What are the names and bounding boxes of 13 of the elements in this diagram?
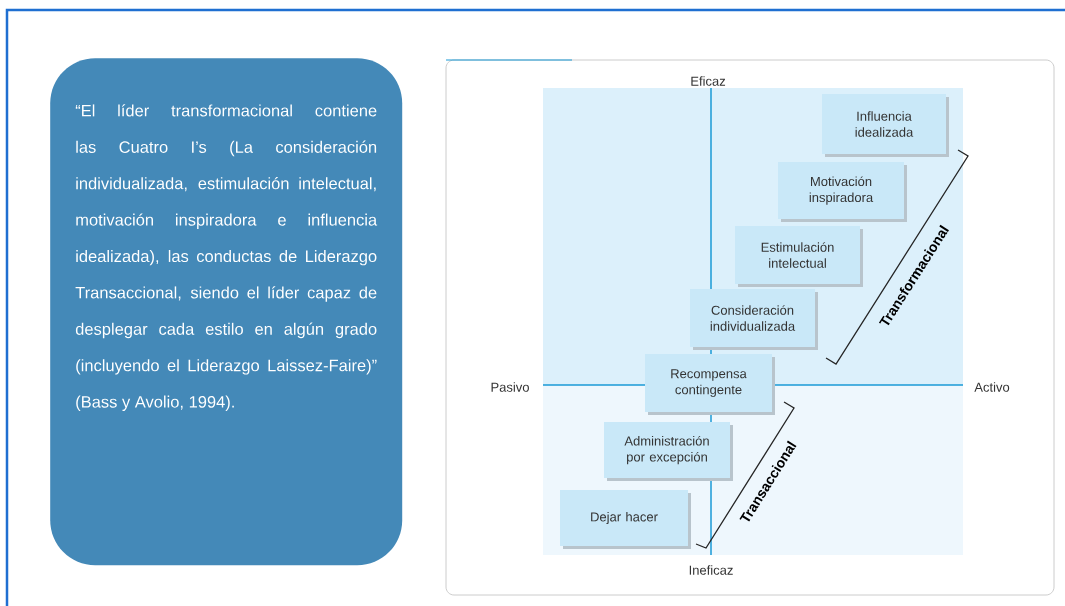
style-box: Consideración individualizada [690,289,815,347]
axis-label: Activo [972,380,1012,394]
style-box: Dejar hacer [560,490,688,546]
axis-label: Eficaz [688,74,728,88]
style-box: Administración por excepción [604,422,730,478]
style-box: Recompensa contingente [645,354,772,412]
quote-box [50,58,403,566]
quote-text: “El líder transformacional contiene las Cuatro I’s (La consideración individualizada, estimulación intelectual, motivación inspiradora e influencia idealizada), las conductas de Liderazgo Transaccional, siendo el líder capaz de desplegar cada estilo en algún grado (incluyendo el Liderazgo Laissez-Faire)” (Bass y Avolio, 1994). [75,104,378,411]
axis-label: Ineficaz [687,563,735,577]
style-box: Estimulación intelectual [735,226,860,284]
style-box: Influencia idealizada [822,94,946,154]
style-box: Motivación inspiradora [778,162,904,219]
axis-label: Pasivo [489,380,531,394]
